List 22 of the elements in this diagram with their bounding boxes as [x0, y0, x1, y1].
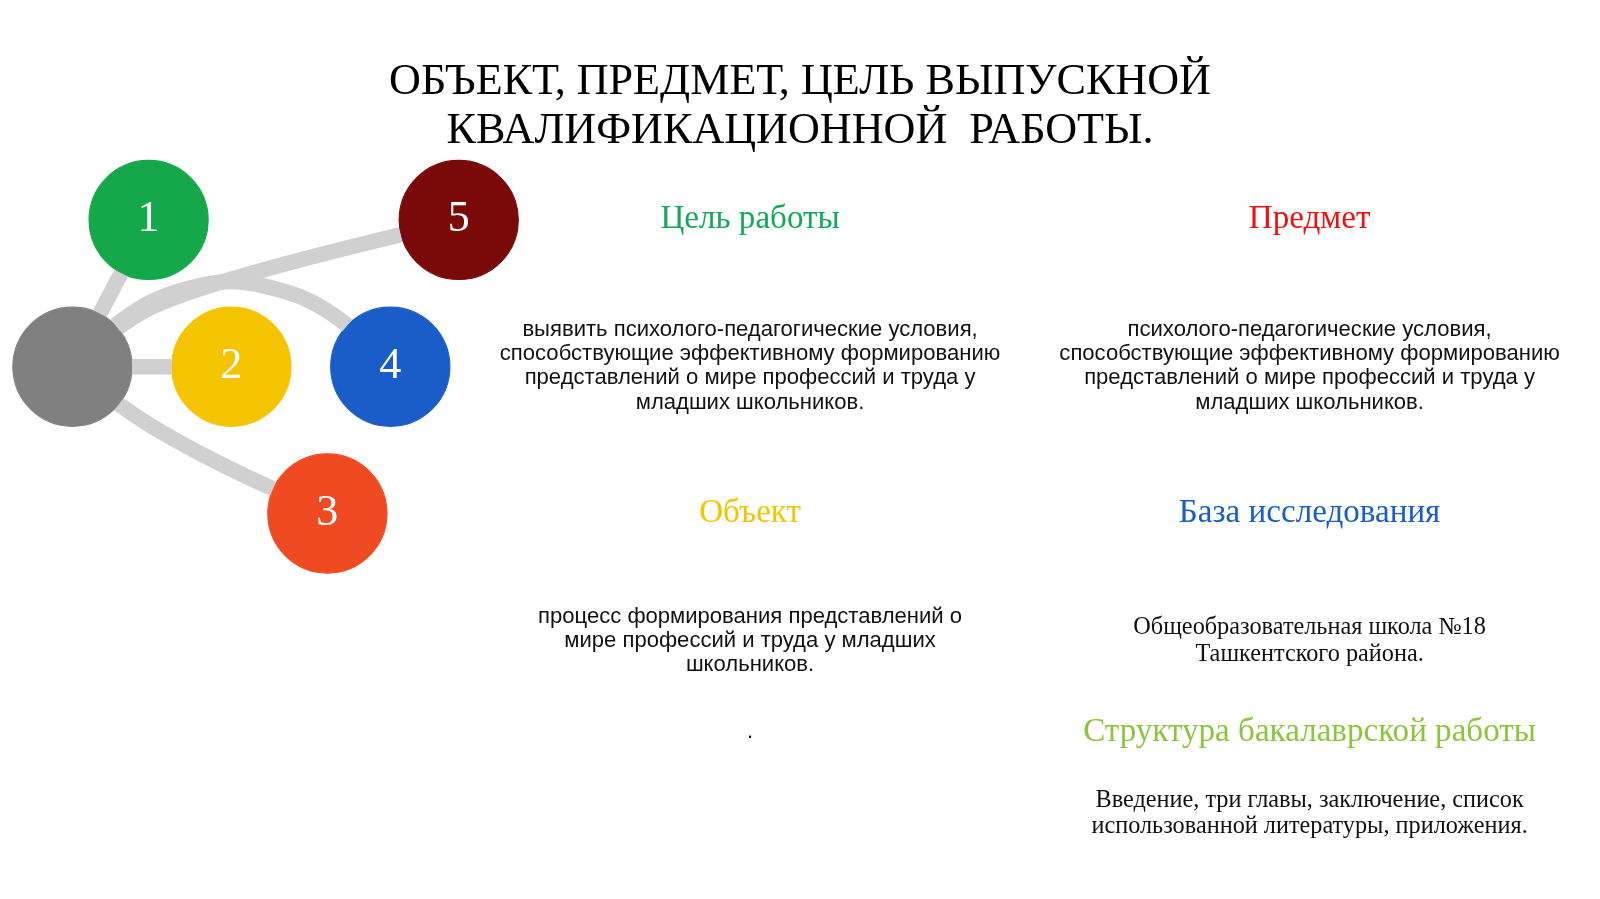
label: Предмет — [1248, 199, 1371, 236]
node-circle — [12, 306, 133, 427]
node-circle: 5 — [398, 159, 519, 281]
label: выявить психолого-педагогические условия, способствующие эффективному формированию представлений о мире профессий и труда у младших школьников. — [499, 315, 1001, 414]
connector — [110, 273, 353, 332]
connector — [132, 359, 172, 375]
label: психолого-педагогические условия, способствующие эффективному формированию представлений о мире профессий и труда у младших школьников. — [1059, 315, 1560, 414]
label: База исследования — [1178, 492, 1441, 529]
connector — [93, 269, 128, 318]
node-circle: 1 — [88, 159, 209, 281]
node-circle: 3 — [267, 453, 388, 574]
label: . — [746, 718, 754, 744]
connector — [114, 397, 277, 496]
label: Введение, три главы, заключение, список использованной литературы, приложения. — [1091, 784, 1528, 839]
node-circle: 4 — [330, 306, 451, 427]
diagram-title: ОБЪЕКТ, ПРЕДМЕТ, ЦЕЛЬ ВЫПУСКНОЙ КВАЛИФИКАЦИОННОЙ РАБОТЫ. — [389, 55, 1211, 153]
label: Структура бакалаврской работы — [1083, 711, 1537, 748]
label: Объект — [699, 492, 801, 529]
label: Цель работы — [660, 199, 840, 236]
label: процесс формирования представлений о мире профессий и труда у младших школьников. — [538, 602, 963, 677]
node-circle: 2 — [171, 306, 292, 427]
label: Общеобразовательная школа №18 Ташкентского района. — [1133, 612, 1486, 666]
